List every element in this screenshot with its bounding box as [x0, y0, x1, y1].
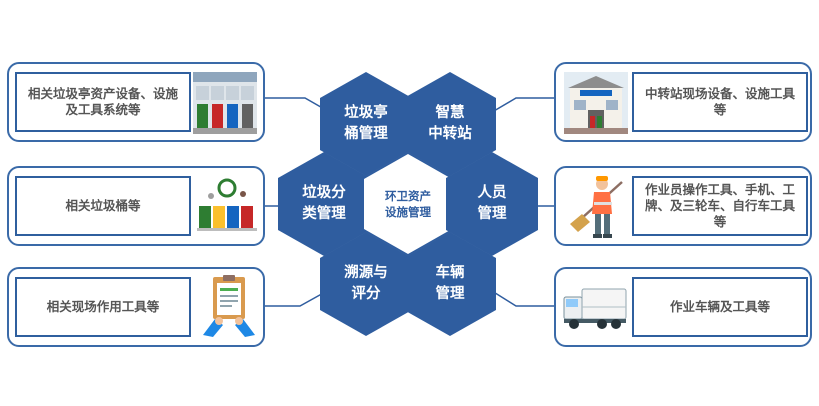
- card-worker-tools-label: 作业员操作工具、手机、工牌、及三轮车、自行车工具等: [632, 176, 808, 236]
- recycling-bins-icon: [197, 178, 257, 231]
- card-trash-bins-label: 相关垃圾桶等: [15, 176, 191, 236]
- card-transfer-station: 中转站现场设备、设施工具等: [554, 62, 812, 142]
- card-trash-bins: 相关垃圾桶等: [7, 166, 265, 246]
- hex-vehicle-management: 车辆 管理: [404, 232, 496, 336]
- card-transfer-station-label: 中转站现场设备、设施工具等: [632, 72, 808, 132]
- hex-traceability-scoring: 溯源与 评分: [320, 232, 412, 336]
- card-kiosk-assets-label: 相关垃圾亭资产设备、设施及工具系统等: [15, 72, 191, 132]
- clipboard-checklist-icon: [203, 275, 255, 337]
- transfer-station-photo: [564, 72, 628, 134]
- garbage-truck-icon: [563, 288, 627, 329]
- card-vehicles-label: 作业车辆及工具等: [632, 277, 808, 337]
- card-vehicles: 作业车辆及工具等: [554, 267, 812, 347]
- card-field-tools: 相关现场作用工具等: [7, 267, 265, 347]
- card-field-tools-label: 相关现场作用工具等: [15, 277, 191, 337]
- garbage-kiosk-photo: [193, 72, 257, 134]
- card-kiosk-assets: 相关垃圾亭资产设备、设施及工具系统等: [7, 62, 265, 142]
- street-sweeper-worker-icon: [570, 176, 623, 238]
- card-worker-tools: 作业员操作工具、手机、工牌、及三轮车、自行车工具等: [554, 166, 812, 246]
